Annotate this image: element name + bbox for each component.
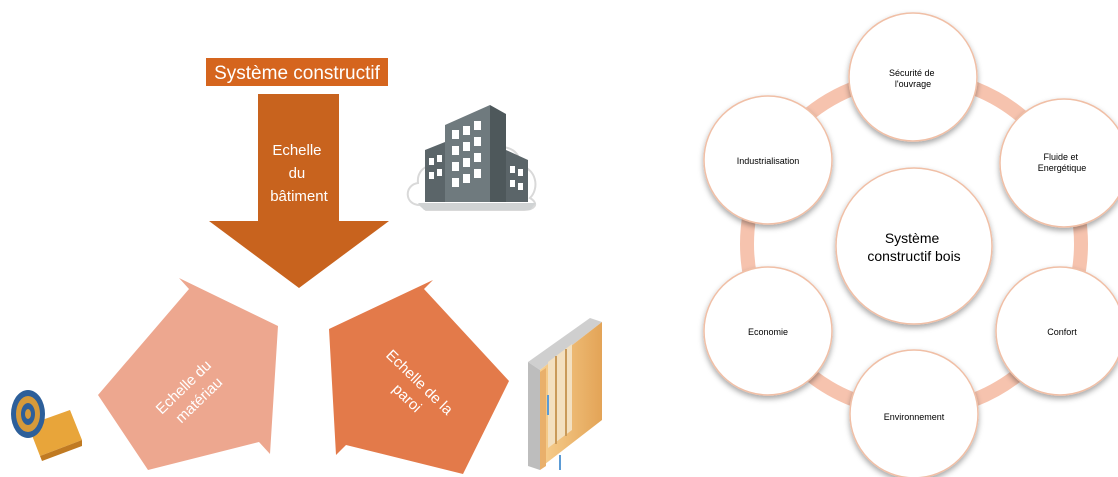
node-fluid-energy-label: Fluide et Energétique <box>1038 152 1087 173</box>
building-scale-label: Echelle du bâtiment <box>270 142 328 205</box>
node-economy: Economie <box>703 266 833 396</box>
system-header-label: Système constructif <box>214 63 380 84</box>
wood-system-cycle: Système constructif bois Sécurité de l'o… <box>703 12 1118 477</box>
node-economy-label: Economie <box>748 327 788 337</box>
node-comfort: Confort <box>995 266 1118 396</box>
building-scale-arrow <box>209 94 389 288</box>
system-header-box <box>206 58 388 86</box>
node-environment-label: Environnement <box>884 412 945 422</box>
node-safety-label: Sécurité de l'ouvrage <box>889 68 937 89</box>
node-environment: Environnement <box>849 349 979 477</box>
node-industrialisation: Industrialisation <box>703 95 833 225</box>
building-icon <box>406 105 537 211</box>
wall-scale-arrow <box>329 280 509 474</box>
wall-section-icon <box>528 318 602 470</box>
node-comfort-label: Confort <box>1047 327 1077 337</box>
center-node: Système constructif bois <box>835 167 993 325</box>
scale-diagram: Système constructif Echelle du bâtiment … <box>11 58 602 474</box>
node-industrialisation-label: Industrialisation <box>737 156 800 166</box>
insulation-roll-icon <box>11 390 82 461</box>
node-safety: Sécurité de l'ouvrage <box>848 12 978 142</box>
node-fluid-energy: Fluide et Energétique <box>999 98 1118 228</box>
center-node-label: Système constructif bois <box>867 230 960 264</box>
material-scale-arrow <box>98 278 278 470</box>
